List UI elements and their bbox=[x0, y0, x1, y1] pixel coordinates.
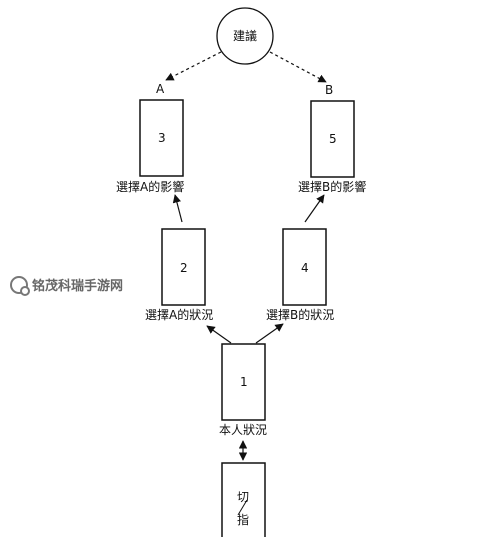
card-3-number: 3 bbox=[158, 131, 166, 145]
advice-circle bbox=[216, 7, 274, 65]
card-4-number: 4 bbox=[301, 261, 309, 275]
card-1 bbox=[221, 343, 266, 421]
watermark: 铭茂科瑞手游网 bbox=[10, 275, 124, 296]
card-cut bbox=[221, 462, 266, 537]
watermark-logo-icon bbox=[10, 275, 30, 296]
card-2-number: 2 bbox=[180, 261, 188, 275]
arrow-1-to-4 bbox=[255, 323, 284, 344]
watermark-text: 铭茂科瑞手游网 bbox=[32, 279, 124, 294]
branch-a-label: A bbox=[156, 82, 165, 96]
card-5 bbox=[310, 100, 355, 178]
card-1-caption: 本人狀況 bbox=[219, 423, 268, 437]
card-5-caption: 選擇B的影響 bbox=[298, 180, 367, 194]
advice-label: 建議 bbox=[233, 29, 258, 43]
card-cut-top: 切 bbox=[237, 490, 250, 504]
card-5-number: 5 bbox=[329, 132, 337, 146]
arrow-4-to-5 bbox=[304, 194, 325, 223]
card-2-caption: 選擇A的狀況 bbox=[145, 308, 214, 322]
cut-slash bbox=[237, 499, 248, 516]
arrow-advice-to-a bbox=[165, 51, 222, 81]
arrow-1-to-2 bbox=[206, 325, 232, 344]
card-2 bbox=[161, 228, 206, 306]
branch-b-label: B bbox=[325, 83, 334, 97]
arrow-advice-to-b bbox=[269, 51, 327, 83]
card-4 bbox=[282, 228, 327, 306]
card-cut-bottom: 指 bbox=[237, 513, 250, 527]
arrow-2-to-3 bbox=[172, 194, 183, 223]
card-1-number: 1 bbox=[240, 375, 248, 389]
card-4-caption: 選擇B的狀況 bbox=[266, 308, 335, 322]
card-3-caption: 選擇A的影響 bbox=[116, 180, 185, 194]
card-3 bbox=[139, 99, 184, 177]
